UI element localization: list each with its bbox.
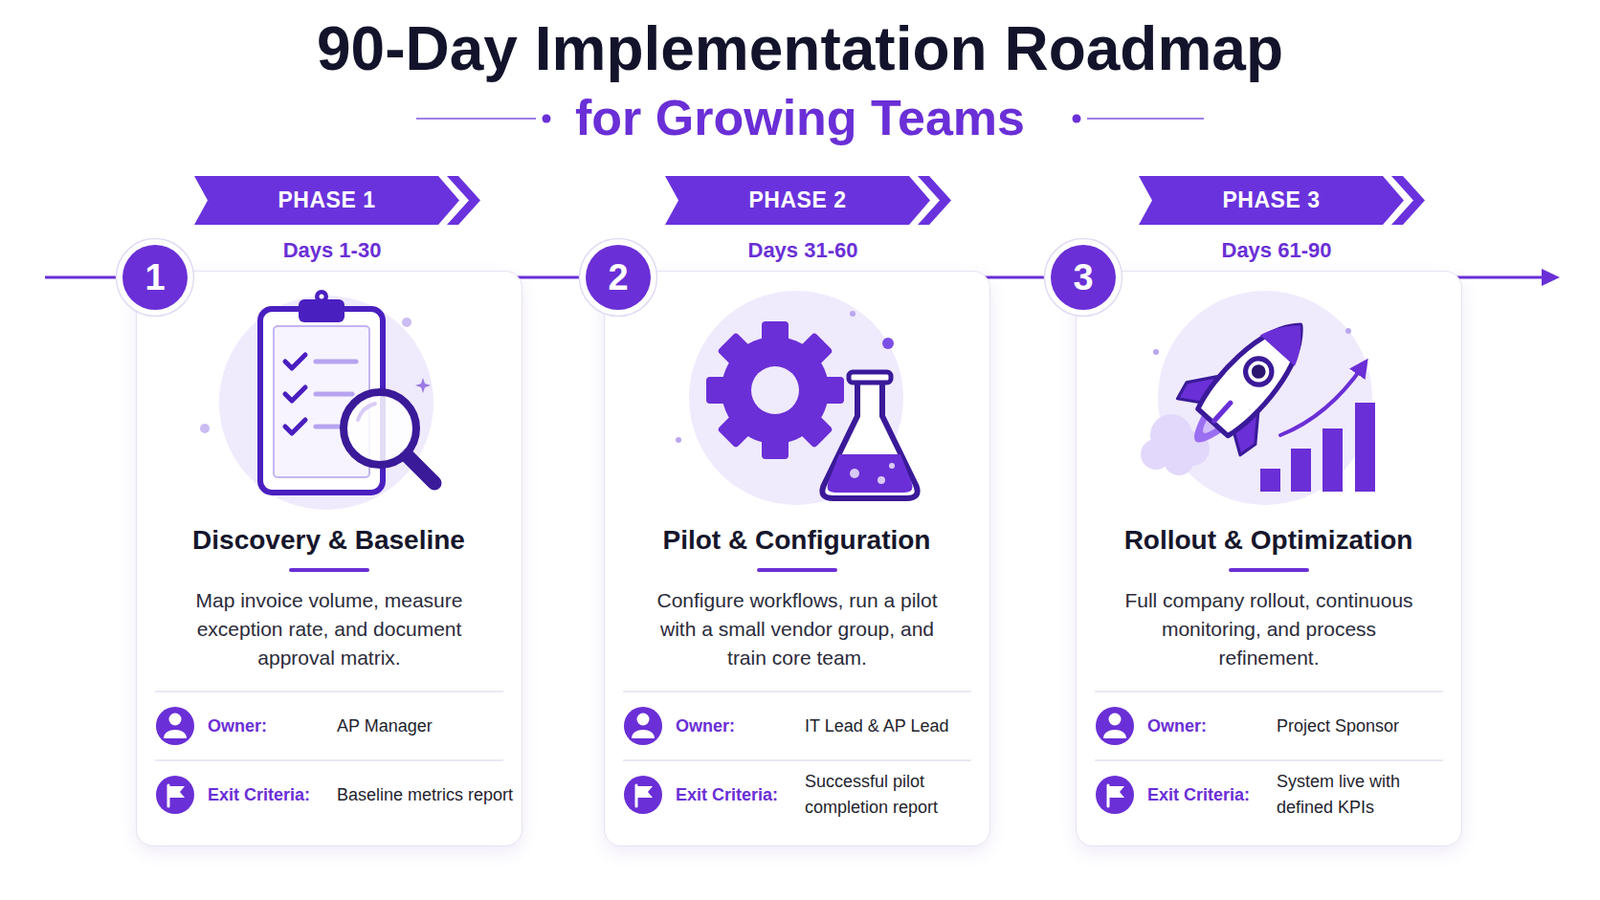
banner-chevron xyxy=(1391,176,1425,225)
banner-body xyxy=(194,176,460,225)
step-number: 1 xyxy=(114,237,196,318)
phase-heading: Pilot & Configuration xyxy=(604,522,989,559)
phase-banner: PHASE 3 Days 61-90 xyxy=(1138,176,1430,267)
page-title: 90-Day Implementation Roadmap xyxy=(0,13,1600,85)
owner-label: Owner: xyxy=(207,691,267,761)
step-circle: 3 xyxy=(1043,237,1124,318)
owner-value: AP Manager xyxy=(336,691,529,761)
banner-chevron xyxy=(917,176,952,225)
exit-value: Successful pilot completion report xyxy=(804,760,982,830)
step-circle: 1 xyxy=(114,237,196,318)
step-circle: 2 xyxy=(577,237,659,318)
phase-heading: Discovery & Baseline xyxy=(136,522,521,559)
owner-label: Owner: xyxy=(675,691,735,761)
phase-label: PHASE 1 xyxy=(194,176,460,225)
phase-card: Pilot & ConfigurationConfigure workflows… xyxy=(603,270,991,847)
owner-value: IT Lead & AP Lead xyxy=(804,691,982,761)
subtitle: for Growing Teams xyxy=(0,88,1600,148)
phase-label: PHASE 2 xyxy=(665,176,931,225)
step-number: 3 xyxy=(1043,237,1124,318)
banner-chevron xyxy=(446,176,481,225)
step-number: 2 xyxy=(577,237,659,318)
exit-value: System live with defined KPIs xyxy=(1276,760,1449,830)
timeline-segment xyxy=(44,276,116,280)
exit-label: Exit Criteria: xyxy=(1147,760,1250,830)
banner-body xyxy=(665,176,931,225)
phase-banner: PHASE 2 Days 31-60 xyxy=(665,176,956,267)
exit-label: Exit Criteria: xyxy=(675,760,778,830)
day-range: Days 1-30 xyxy=(194,237,470,265)
timeline-arrow xyxy=(1541,268,1560,287)
phase-description: Full company rollout, continuous monitor… xyxy=(1116,586,1422,673)
phase-card: Rollout & OptimizationFull company rollo… xyxy=(1075,270,1463,847)
phase-heading: Rollout & Optimization xyxy=(1076,522,1461,559)
phase-description: Map invoice volume, measure exception ra… xyxy=(177,586,482,673)
day-range: Days 61-90 xyxy=(1138,237,1415,265)
owner-label: Owner: xyxy=(1147,691,1207,761)
subtitle-dot xyxy=(1072,114,1082,124)
phase-banner: PHASE 1 Days 1-30 xyxy=(194,176,486,267)
phase-label: PHASE 3 xyxy=(1138,176,1404,225)
subtitle-dot xyxy=(542,114,552,124)
subtitle-rule xyxy=(1087,117,1204,120)
day-range: Days 31-60 xyxy=(665,237,941,265)
subtitle-rule xyxy=(416,117,536,120)
banner-body xyxy=(1138,176,1404,225)
exit-value: Baseline metrics report xyxy=(336,760,529,830)
owner-value: Project Sponsor xyxy=(1276,691,1449,761)
exit-label: Exit Criteria: xyxy=(207,760,311,830)
phase-description: Configure workflows, run a pilot with a … xyxy=(644,586,950,673)
phase-card: Discovery & BaselineMap invoice volume, … xyxy=(135,270,523,847)
